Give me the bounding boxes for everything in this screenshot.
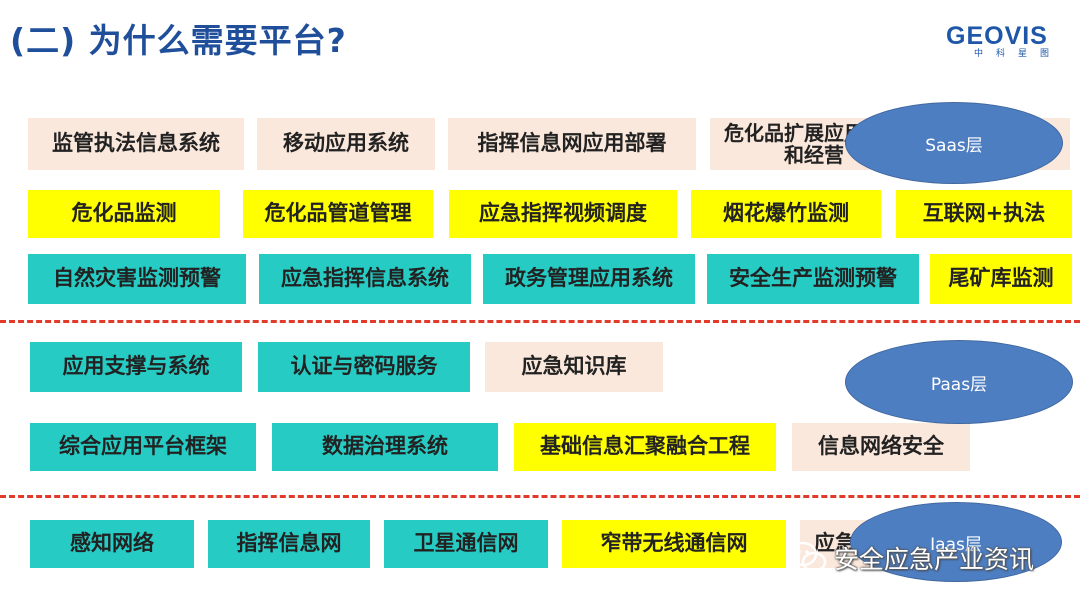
wechat-watermark: 安全应急产业资讯 <box>788 536 1034 580</box>
iaas-box-sensing-network: 感知网络 <box>30 520 194 568</box>
saas-box-fireworks: 烟花爆竹监测 <box>691 190 881 238</box>
logo-wordmark: GEOVIS <box>946 22 1048 50</box>
logo-subtitle: 中科星图 <box>974 49 1063 59</box>
saas-box-pipeline: 危化品管道管理 <box>243 190 433 238</box>
saas-box-internet-enforcement: 互联网+执法 <box>896 190 1072 238</box>
paas-box-platform-framework: 综合应用平台框架 <box>30 423 256 471</box>
saas-box-video-dispatch: 应急指挥视频调度 <box>449 190 677 238</box>
paas-box-app-support: 应用支撑与系统 <box>30 342 242 392</box>
saas-box-government-affairs: 政务管理应用系统 <box>483 254 695 304</box>
iaas-box-narrowband: 窄带无线通信网 <box>562 520 786 568</box>
saas-box-supervision: 监管执法信息系统 <box>28 118 244 170</box>
saas-box-command-network: 指挥信息网应用部署 <box>448 118 696 170</box>
slide-title: (二) 为什么需要平台? <box>10 21 347 60</box>
saas-paas-divider <box>0 320 1080 323</box>
iaas-box-command-network: 指挥信息网 <box>208 520 370 568</box>
paas-layer-ellipse: Paas层 <box>845 340 1073 424</box>
iaas-box-satellite: 卫星通信网 <box>384 520 548 568</box>
watermark-text: 安全应急产业资讯 <box>834 545 1035 574</box>
wechat-icon <box>788 541 827 573</box>
paas-box-knowledge-base: 应急知识库 <box>485 342 663 392</box>
paas-box-auth-crypto: 认证与密码服务 <box>258 342 470 392</box>
saas-box-disaster-warning: 自然灾害监测预警 <box>28 254 246 304</box>
paas-box-data-governance: 数据治理系统 <box>272 423 498 471</box>
saas-layer-ellipse: Saas层 <box>845 102 1063 184</box>
paas-box-info-fusion: 基础信息汇聚融合工程 <box>514 423 776 471</box>
saas-box-hazchem-monitor: 危化品监测 <box>28 190 220 238</box>
iaas-layer-ellipse: Iaas层 <box>850 502 1062 582</box>
geovis-logo: GEOVIS 中科星图 <box>946 24 1070 64</box>
paas-iaas-divider <box>0 495 1080 498</box>
saas-box-tailings: 尾矿库监测 <box>930 254 1072 304</box>
paas-box-network-security: 信息网络安全 <box>792 423 970 471</box>
saas-box-command-info: 应急指挥信息系统 <box>259 254 471 304</box>
saas-box-safety-production: 安全生产监测预警 <box>707 254 919 304</box>
saas-box-mobile: 移动应用系统 <box>257 118 435 170</box>
